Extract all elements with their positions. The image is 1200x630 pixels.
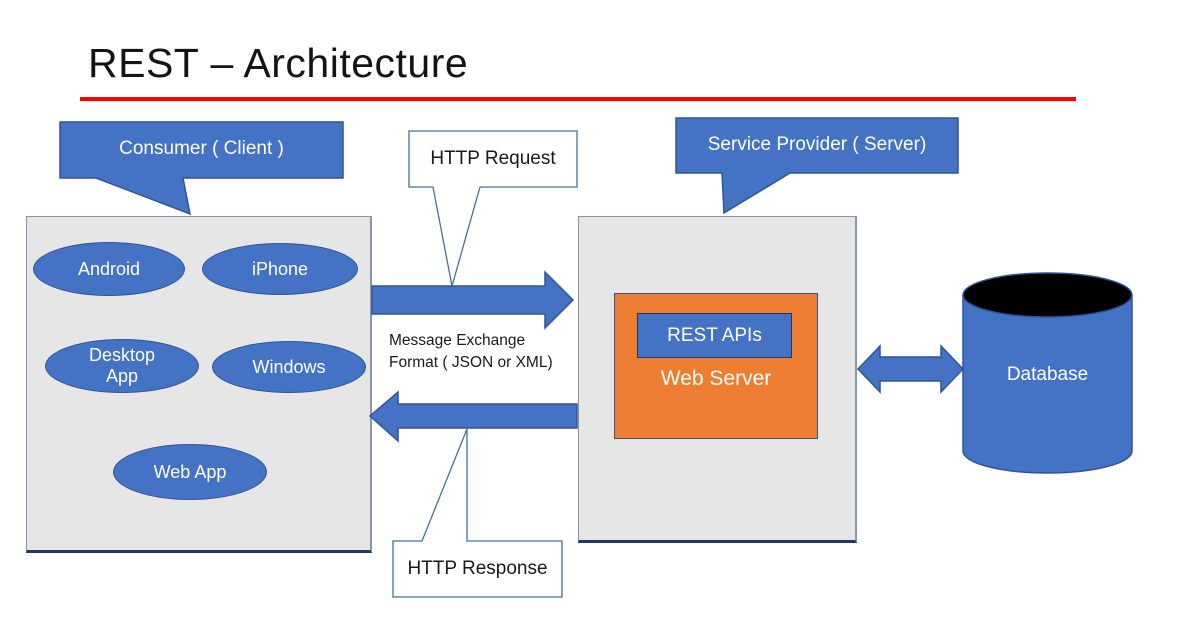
client-node-android: Android <box>33 242 185 296</box>
client-node-desktop-app: Desktop App <box>45 339 199 393</box>
request-arrow <box>371 270 575 330</box>
client-node-label: Android <box>77 258 141 279</box>
response-arrow <box>368 390 578 443</box>
client-node-label: iPhone <box>251 258 309 279</box>
rest-apis-label: REST APIs <box>667 324 762 346</box>
consumer-callout-label: Consumer ( Client ) <box>119 138 284 159</box>
http-response-label: HTTP Response <box>407 558 548 579</box>
server-database-arrow <box>856 344 965 394</box>
client-node-windows: Windows <box>212 341 366 393</box>
http-request-label: HTTP Request <box>430 148 556 169</box>
message-exchange-line2: Format ( JSON or XML) <box>389 354 553 371</box>
client-node-label: Web App <box>153 461 227 482</box>
rest-apis-box: REST APIs <box>637 313 792 358</box>
title-underline <box>80 97 1076 101</box>
page-title: REST – Architecture <box>88 40 469 86</box>
web-server-label: Web Server <box>660 367 772 390</box>
client-node-iphone: iPhone <box>202 243 358 295</box>
message-exchange-line1: Message Exchange <box>389 332 526 349</box>
provider-callout-label: Service Provider ( Server) <box>707 133 927 155</box>
database-label: Database <box>1006 364 1089 385</box>
client-node-label: Desktop App <box>88 345 156 386</box>
client-node-label: Windows <box>252 356 326 377</box>
message-exchange-note: Message Exchange Format ( JSON or XML) <box>389 330 584 374</box>
client-node-web-app: Web App <box>113 444 267 500</box>
